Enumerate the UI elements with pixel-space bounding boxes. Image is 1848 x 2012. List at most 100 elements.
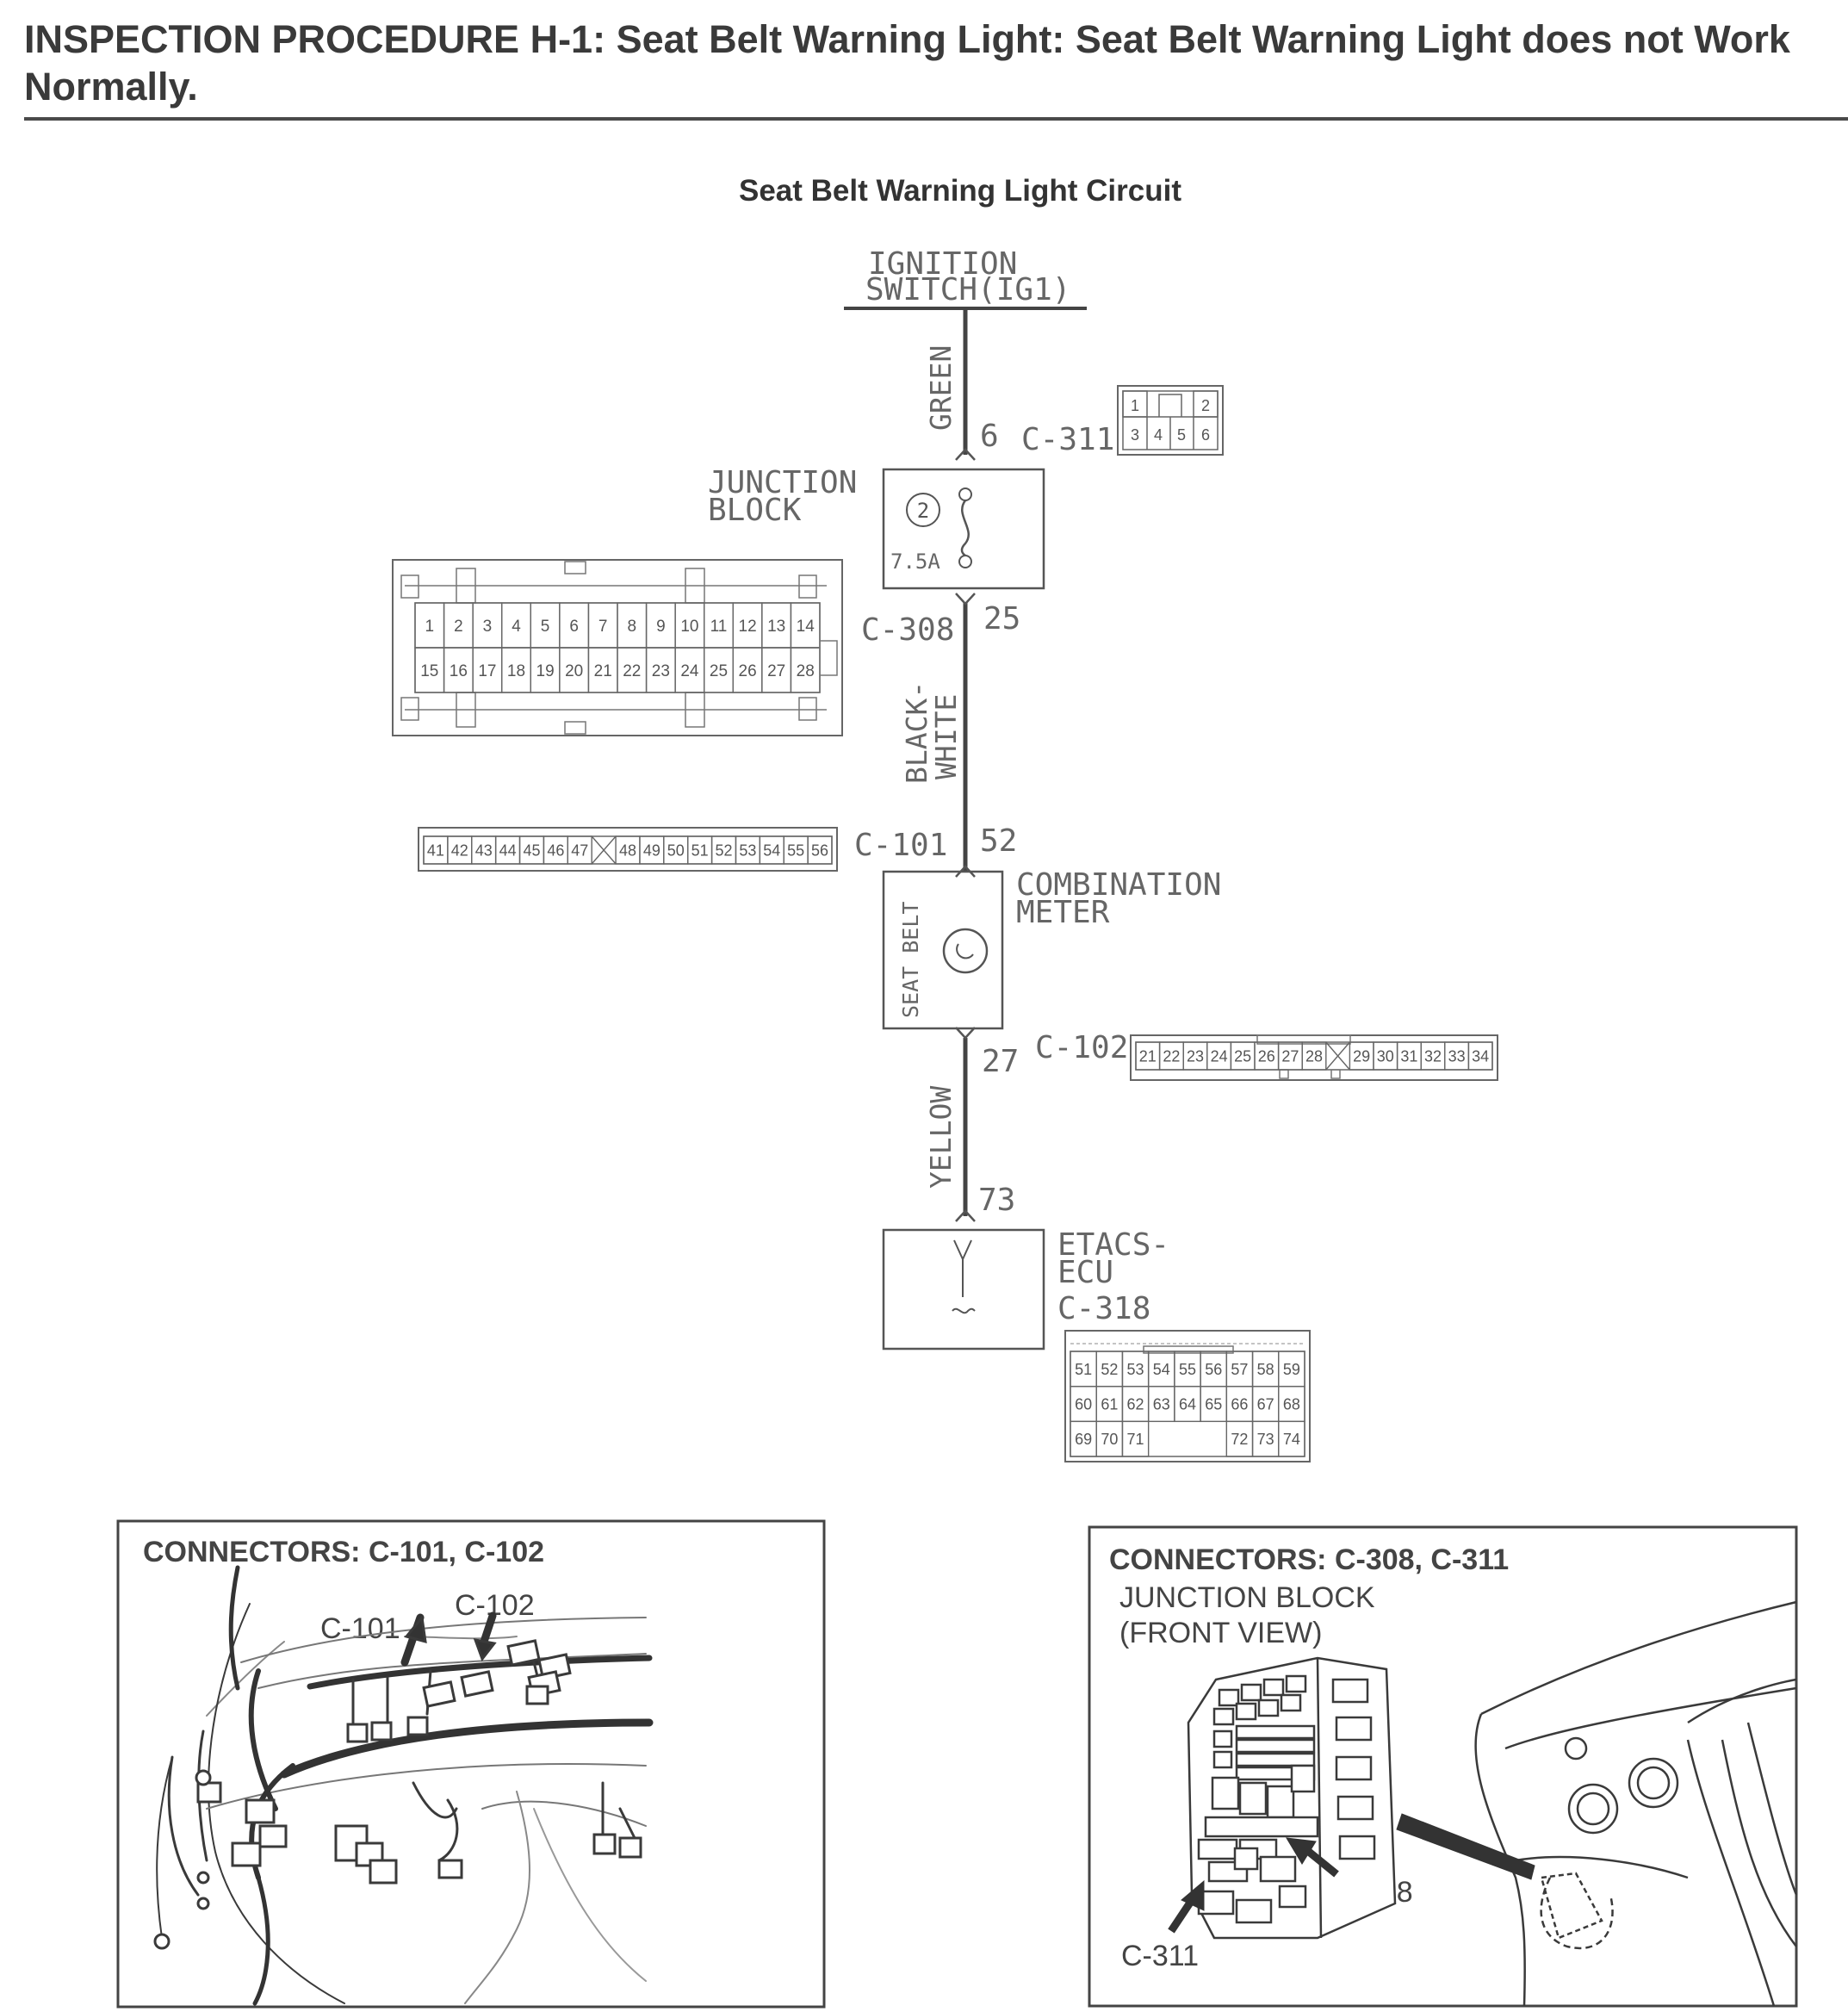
wire-color-green: GREEN <box>924 345 958 431</box>
c101-7-pin-label: 48 <box>619 841 636 859</box>
c101-15-cell <box>807 835 833 865</box>
c308-r2-12-pin-label: 27 <box>767 662 785 680</box>
c308-r1-12-pin-label: 13 <box>767 618 785 636</box>
dashboard-harness-illustration <box>153 1565 654 2006</box>
fuse-terminal-bottom <box>958 555 972 568</box>
right-panel-title: CONNECTORS: C-308, C-311 <box>1109 1543 1509 1576</box>
junction-block-illustration <box>1187 1656 1397 1940</box>
c102-3-pin-label: 24 <box>1211 1047 1228 1065</box>
c101-blank-cavity <box>591 835 617 865</box>
c308-r1-5-pin-label: 6 <box>569 618 579 636</box>
combination-meter-label-1: COMBINATION <box>1016 867 1221 903</box>
etacs-input-icon <box>952 1239 976 1314</box>
c308-r2-3-pin-label: 18 <box>507 662 525 680</box>
c318-r3-2-pin-label: 71 <box>1127 1431 1144 1448</box>
c318-r1-8-pin-label: 59 <box>1283 1361 1300 1378</box>
c102-7-pin-label: 28 <box>1305 1047 1323 1065</box>
c308-r1-11-pin-label: 12 <box>739 618 757 636</box>
heading-rule <box>24 117 1848 121</box>
dashboard-illustration <box>1474 1600 1798 2007</box>
c308-r1-9-pin-label: 10 <box>680 618 698 636</box>
c102-13-cell <box>1467 1041 1493 1071</box>
c308-r2-10-pin-label: 25 <box>710 662 728 680</box>
c308-r1-0-pin-label: 1 <box>425 618 434 636</box>
c311-pin-1: 1 <box>1131 397 1139 414</box>
c102-11-pin-label: 32 <box>1424 1047 1442 1065</box>
c318-r2-5-pin-label: 65 <box>1205 1395 1222 1413</box>
right-panel-subtitle-2: (FRONT VIEW) <box>1119 1617 1322 1649</box>
c102-13-pin-label: 34 <box>1472 1047 1489 1065</box>
combination-meter-box <box>882 870 1004 1030</box>
fuse-number-circle <box>906 493 940 527</box>
c311-face: 1 2 3 4 5 6 <box>1117 385 1224 456</box>
c318-r2-2-pin-label: 62 <box>1127 1395 1144 1413</box>
left-panel-frame <box>116 1519 826 2009</box>
c308-pin: 25 <box>983 601 1020 637</box>
seat-belt-lamp-label: SEAT BELT <box>898 902 923 1018</box>
c308-r2-9-pin-label: 24 <box>680 662 699 680</box>
etacs-label-1: ETACS- <box>1057 1227 1169 1263</box>
c318-r3-4-pin-label: 73 <box>1257 1431 1274 1448</box>
c308-r1-7-pin-label: 8 <box>627 618 636 636</box>
c101-11-pin-label: 52 <box>716 841 733 859</box>
c318-r3-0-pin-label: 69 <box>1075 1431 1092 1448</box>
c318-r2-8-pin-label: 68 <box>1283 1395 1300 1413</box>
ignition-label-2: SWITCH(IG1) <box>865 272 1070 307</box>
c102-6-pin-label: 27 <box>1281 1047 1299 1065</box>
c318-r1-4-pin-label: 55 <box>1179 1361 1196 1378</box>
right-panel-arrows <box>1168 1813 1535 1934</box>
c308-r2-7-pin-label: 22 <box>623 662 641 680</box>
c318-r3-5-pin-label: 74 <box>1283 1431 1300 1448</box>
right-label-c311: C-311 <box>1121 1940 1199 1972</box>
junction-block-label-1: JUNCTION <box>708 465 857 500</box>
c308-r2-1-pin-label: 16 <box>450 662 468 680</box>
wire-color-yellow: YELLOW <box>924 1086 958 1189</box>
c102-7-cell <box>1301 1041 1327 1071</box>
c308-r1-10-pin-label: 11 <box>710 618 728 636</box>
c318-r2-6-pin-label: 66 <box>1231 1395 1248 1413</box>
c318-r2-1-pin-label: 61 <box>1101 1395 1118 1413</box>
c102-2-pin-label: 23 <box>1187 1047 1204 1065</box>
c101-0-pin-label: 41 <box>427 841 444 859</box>
c318-r2-0-pin-label: 60 <box>1075 1395 1092 1413</box>
c308-r1-4-pin-label: 5 <box>541 618 550 636</box>
c308-r2-4-pin-label: 19 <box>536 662 555 680</box>
c101-13-pin-label: 54 <box>763 841 780 859</box>
c101-label: C-101 <box>854 828 947 863</box>
page-heading: INSPECTION PROCEDURE H-1: Seat Belt Warn… <box>24 17 1790 109</box>
wire-color-black: BLACK- <box>900 681 933 784</box>
connector-marks <box>955 448 976 1222</box>
c308-r1-3-pin-label: 4 <box>512 618 521 636</box>
c102-1-pin-label: 22 <box>1163 1047 1180 1065</box>
c102-label: C-102 <box>1035 1030 1128 1065</box>
c308-r2-5-pin-label: 20 <box>565 662 583 680</box>
c308-r2-0-pin-label: 15 <box>420 662 438 680</box>
c311-pin-4: 4 <box>1154 426 1163 444</box>
c101-5-pin-label: 46 <box>547 841 564 859</box>
c318-r1-1-pin-label: 52 <box>1101 1361 1118 1378</box>
c101-12-pin-label: 53 <box>739 841 756 859</box>
c318-r1-6-pin-label: 57 <box>1231 1361 1248 1378</box>
fuse-rating: 7.5A <box>890 550 940 574</box>
etacs-label-2: ECU <box>1057 1255 1113 1290</box>
c308-r2-11-pin-label: 26 <box>739 662 757 680</box>
ignition-label-1: IGNITION <box>868 246 1017 282</box>
c101-6-cell <box>567 835 592 865</box>
c308-r2-8-pin-label: 23 <box>652 662 670 680</box>
c318-r2-7-pin-label: 67 <box>1257 1395 1274 1413</box>
c102-pin: 27 <box>982 1044 1019 1079</box>
c101-4-pin-label: 45 <box>523 841 540 859</box>
c318-r3-5-cell <box>1278 1420 1305 1457</box>
c308-r1-8-pin-label: 9 <box>656 618 666 636</box>
fuse-number: 2 <box>917 499 929 523</box>
c101-14-pin-label: 55 <box>787 841 804 859</box>
c102-12-pin-label: 33 <box>1448 1047 1466 1065</box>
c308-label: C-308 <box>861 612 954 648</box>
c308-r1-2-pin-label: 3 <box>483 618 493 636</box>
etacs-ecu-box <box>882 1228 1045 1351</box>
